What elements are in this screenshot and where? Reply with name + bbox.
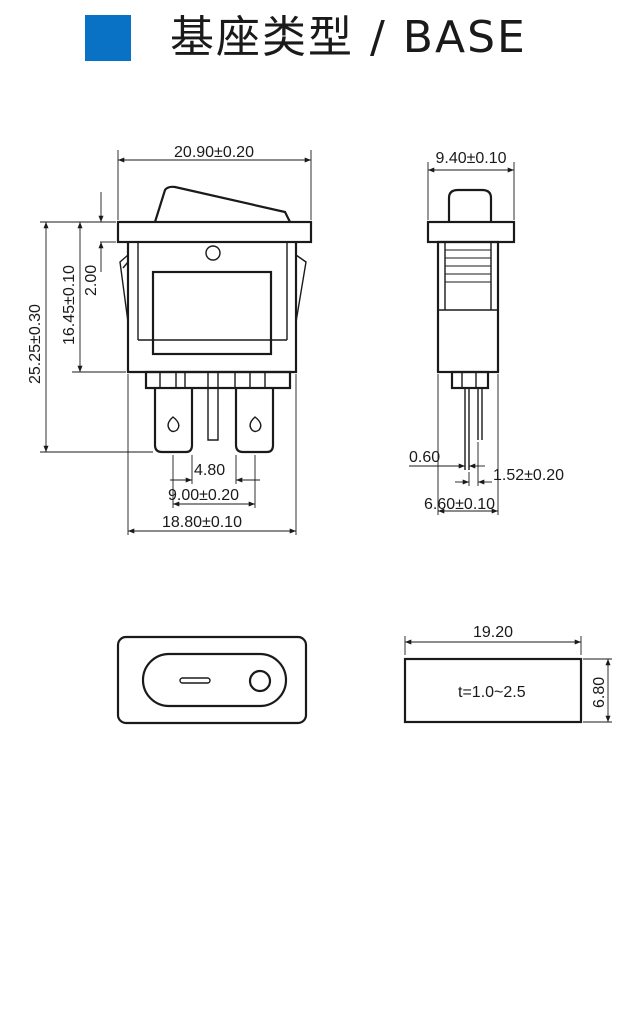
face-plate — [116, 635, 308, 725]
top-flange — [116, 220, 313, 244]
off-symbol — [179, 677, 211, 684]
on-symbol — [248, 669, 272, 693]
left-terminal-hole — [167, 416, 180, 433]
page-title: 基座类型 / BASE — [170, 12, 527, 63]
right-terminal-hole — [249, 416, 262, 433]
dim-terminal-pitch: 9.00±0.20 — [168, 487, 239, 504]
dim-rocker-height: 2.00 — [83, 265, 100, 296]
left-terminal — [153, 388, 194, 454]
label-window — [151, 270, 273, 356]
front-face — [116, 635, 308, 725]
rocker-oval — [141, 652, 288, 708]
dim-cutout-height: 6.80 — [591, 677, 608, 708]
dim-side-width-top: 9.40±0.10 — [435, 150, 506, 167]
side-body — [436, 240, 500, 374]
dim-pin-gap: 0.60 — [409, 449, 440, 466]
dim-base-width: 18.80±0.10 — [162, 514, 242, 531]
side-flange — [426, 220, 516, 244]
dim-pin-offset: 1.52±0.20 — [493, 467, 564, 484]
dim-front-height-total: 25.25±0.30 — [27, 304, 44, 384]
dim-base-depth: 6.60±0.10 — [424, 496, 495, 513]
cutout-rect — [403, 657, 583, 724]
side-rocker — [447, 188, 493, 222]
accent-square — [85, 15, 131, 61]
dim-terminal-spacing: 4.80 — [194, 462, 225, 479]
dim-front-width-top: 20.90±0.20 — [174, 144, 254, 161]
panel-cutout: 19.20 6.80 t=1.0~2.5 — [403, 624, 612, 724]
rocker-outline — [153, 185, 291, 223]
right-terminal — [234, 388, 275, 454]
front-view: 20.90±0.20 2.00 16.45±0.10 25.25±0.30 4.… — [27, 144, 313, 535]
dim-front-height-body: 16.45±0.10 — [61, 265, 78, 345]
panel-thickness: t=1.0~2.5 — [458, 684, 526, 701]
led-hole — [205, 245, 221, 261]
side-view: 9.40±0.10 0.60 1.52±0.20 6.60±0.10 — [409, 150, 564, 515]
right-clip — [295, 254, 307, 323]
center-pin — [207, 372, 219, 441]
dim-cutout-width: 19.20 — [473, 624, 513, 641]
header: 基座类型 / BASE — [0, 0, 628, 80]
left-clip — [119, 254, 129, 323]
